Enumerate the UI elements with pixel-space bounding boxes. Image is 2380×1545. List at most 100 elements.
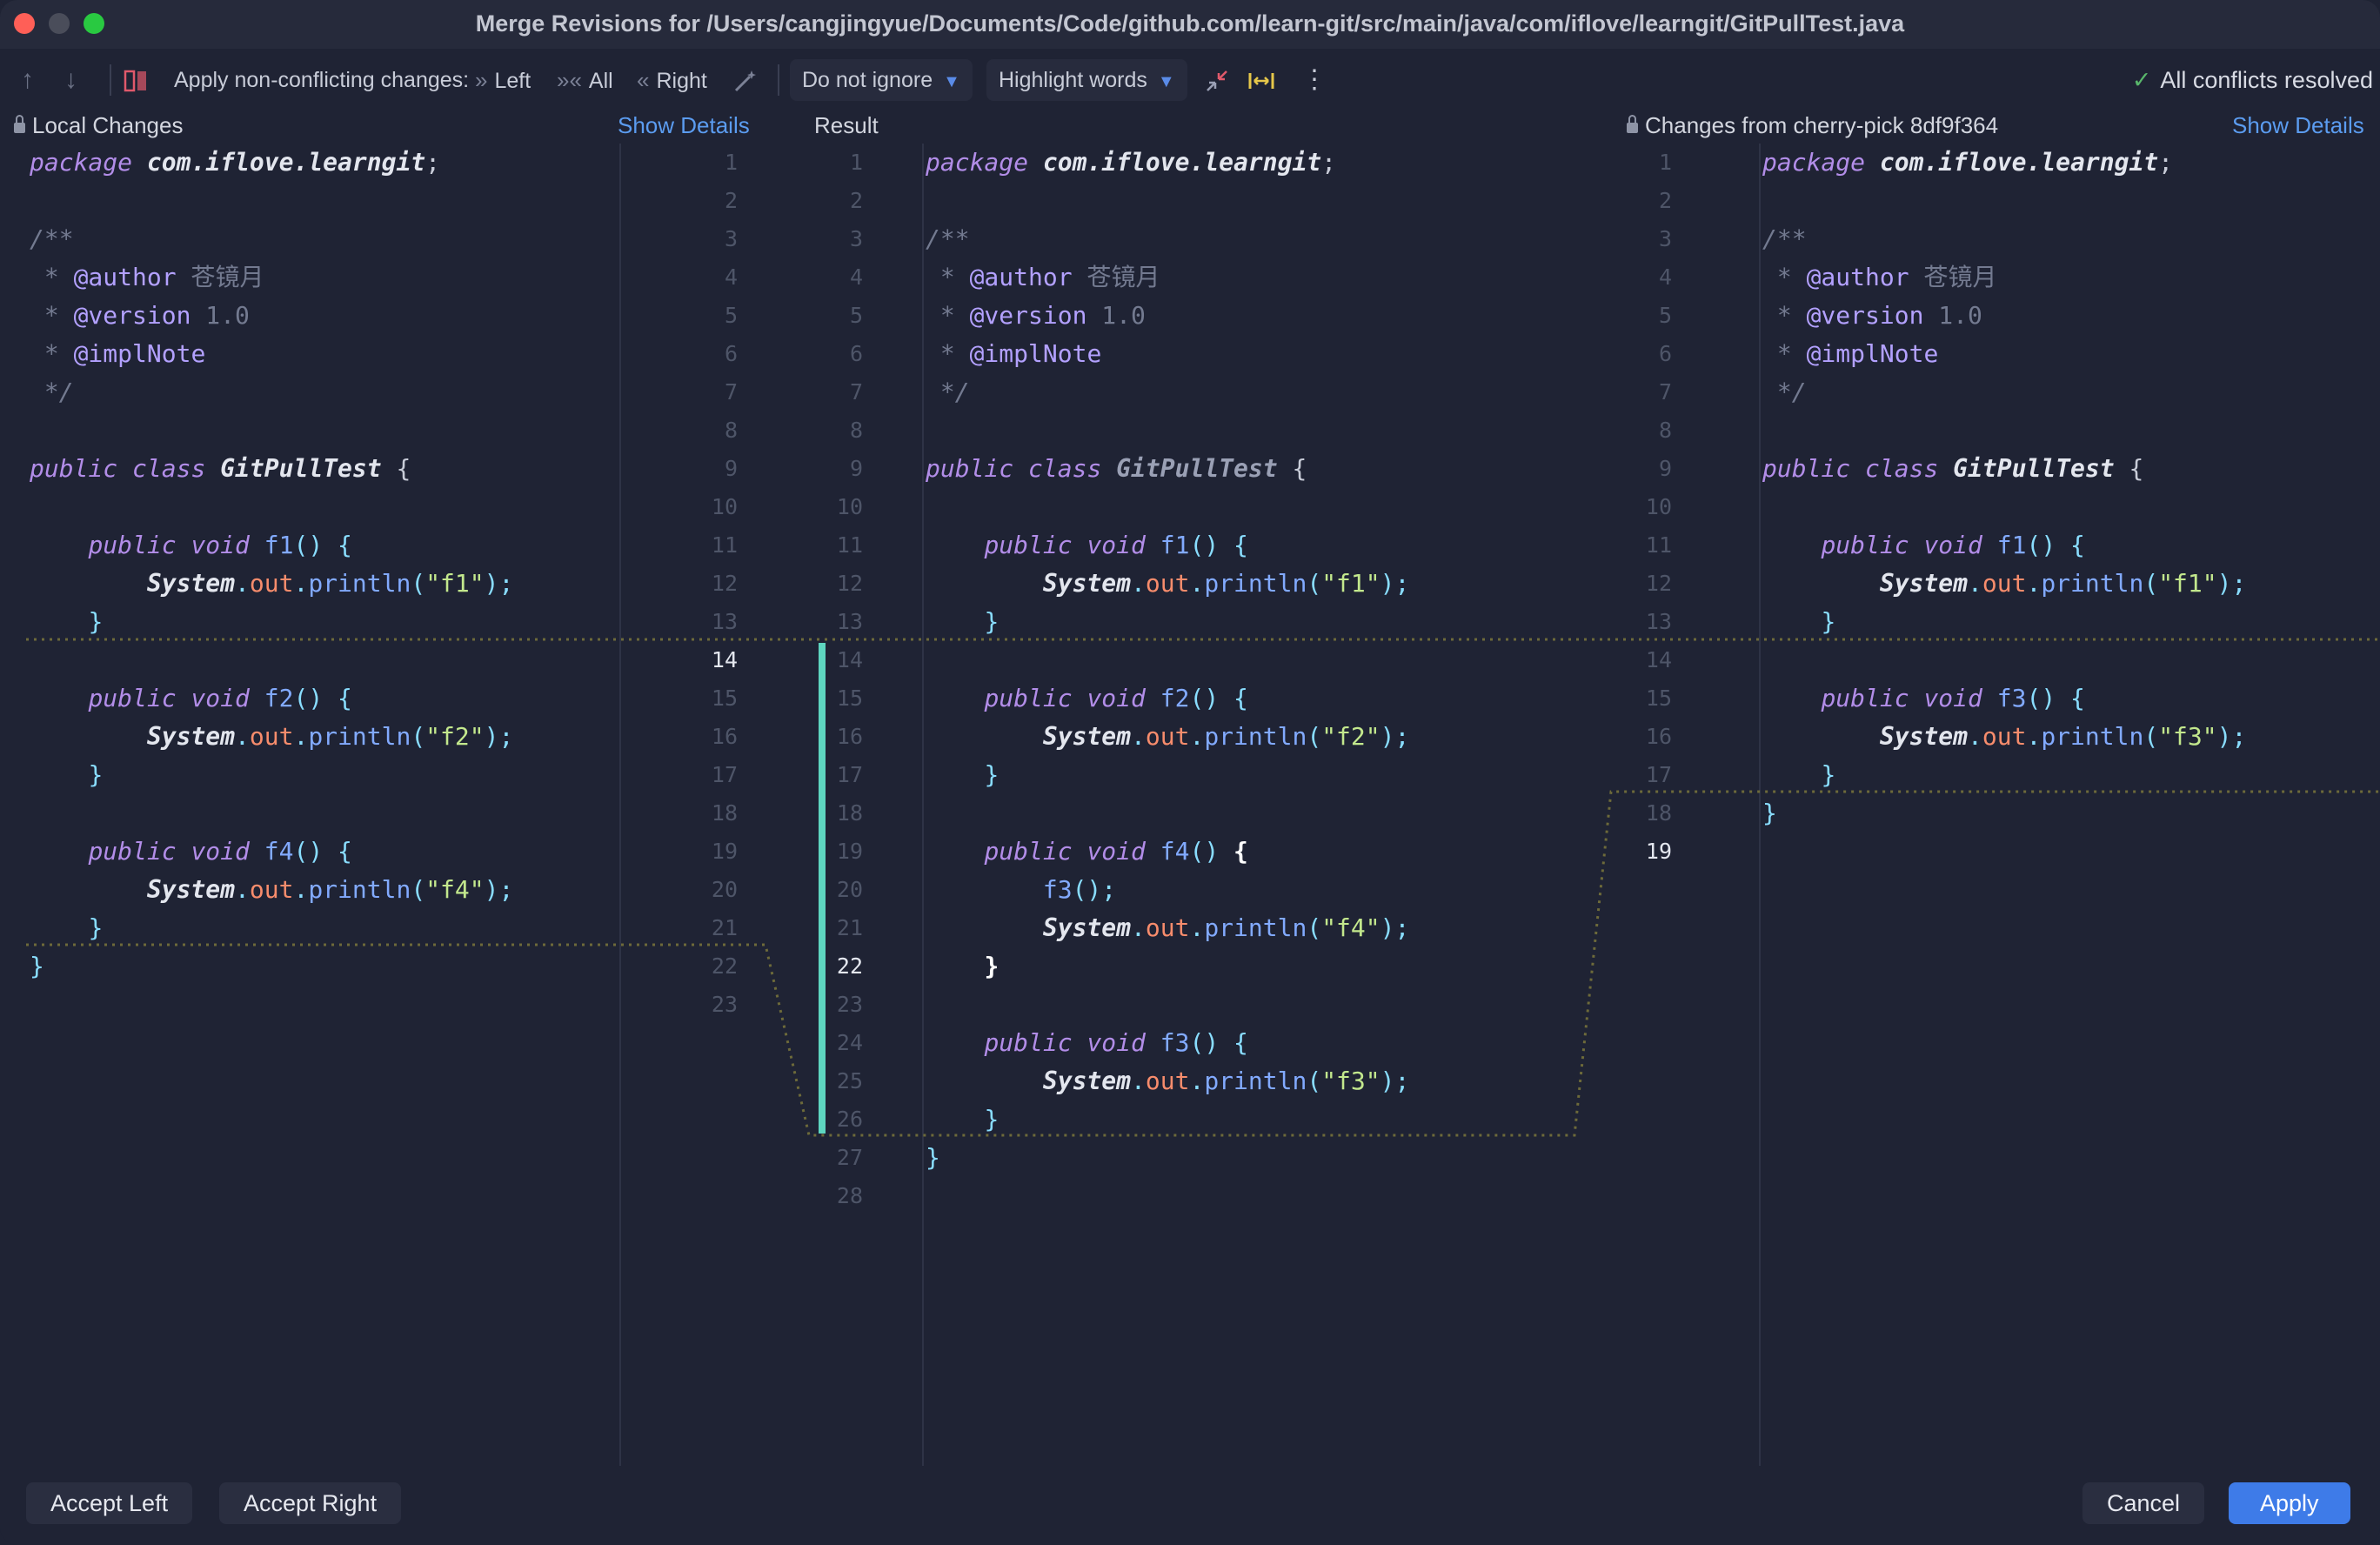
code-line: * @implNote [30,339,206,368]
code-line: public void f4() { [984,837,1248,866]
close-window-button[interactable] [14,13,35,34]
line-number: 7 [1658,379,1672,405]
synchronize-scrolling-button[interactable] [1247,54,1275,106]
magic-resolve-button[interactable] [732,54,759,106]
highlight-mode-select[interactable]: Highlight words▼ [986,59,1187,101]
line-number: 14 [711,647,738,672]
line-number: 8 [1658,418,1672,443]
code-line: */ [30,378,74,406]
code-line: * @author 苍镜月 [30,263,264,291]
next-difference-button[interactable]: ↓ [64,54,77,106]
line-number: 9 [849,456,863,481]
line-number: 20 [711,877,738,902]
line-number: 16 [711,724,738,749]
line-number: 3 [1658,226,1672,251]
code-line: System.out.println("f1"); [1879,569,2247,598]
line-number: 2 [849,188,863,213]
toolbar-separator [778,64,779,96]
apply-right-button[interactable]: «Right [637,67,707,93]
toolbar-separator [110,64,111,96]
code-line: public void f2() { [984,684,1248,712]
arrow-down-icon: ↓ [64,65,77,94]
apply-all-button[interactable]: »«All [557,67,613,93]
accept-left-button[interactable]: Accept Left [26,1482,193,1524]
left-pane-header: Local Changes [14,108,183,143]
line-number: 4 [1658,264,1672,290]
code-line: } [88,913,104,942]
line-number: 5 [724,303,738,328]
code-line: * @version 1.0 [926,301,1146,330]
line-number: 23 [836,992,863,1017]
code-line: public class GitPullTest { [1762,454,2144,483]
minimize-window-button[interactable] [49,13,70,34]
code-line: } [984,952,999,980]
ignore-whitespace-select[interactable]: Do not ignore▼ [790,59,973,101]
accept-right-button[interactable]: Accept Right [219,1482,402,1524]
right-pane-header: Changes from cherry-pick 8df9f364 [1627,108,1998,143]
line-number: 26 [836,1107,863,1132]
line-number: 4 [849,264,863,290]
left-code-editor[interactable]: package com.iflove.learngit; /** * @auth… [30,144,612,1466]
right-show-details-link[interactable]: Show Details [2232,112,2364,138]
line-number: 15 [836,686,863,711]
line-number: 19 [711,839,738,864]
previous-difference-button[interactable]: ↑ [21,54,34,106]
code-line: public void f1() { [1821,531,2085,559]
line-number: 12 [836,571,863,596]
double-chevron-left-icon: « [637,67,650,93]
code-line: public void f3() { [1821,684,2085,712]
code-line: System.out.println("f4"); [146,875,514,904]
line-number: 16 [836,724,863,749]
code-line: } [984,1105,999,1134]
line-number: 17 [836,762,863,787]
code-line: */ [1762,378,1807,406]
left-show-details-link[interactable]: Show Details [618,112,750,138]
line-number: 19 [1645,839,1672,864]
dropdown-caret-icon: ▼ [1157,72,1175,91]
line-number: 10 [711,494,738,519]
code-line: } [1821,760,1836,789]
code-line: * @implNote [1762,339,1939,368]
lock-scrolling-button[interactable] [124,54,148,106]
line-number: 28 [836,1183,863,1208]
apply-button[interactable]: Apply [2229,1482,2350,1524]
line-number: 8 [849,418,863,443]
result-code-editor[interactable]: package com.iflove.learngit; /** * @auth… [926,144,1752,1466]
line-number: 5 [849,303,863,328]
code-line: * @version 1.0 [30,301,250,330]
cancel-button[interactable]: Cancel [2082,1482,2205,1524]
line-number: 27 [836,1145,863,1170]
lock-icon [1627,115,1638,133]
line-number: 16 [1645,724,1672,749]
line-number: 3 [724,226,738,251]
apply-non-conflicting-label: Apply non-conflicting changes: [174,68,470,92]
line-number: 6 [724,341,738,366]
code-line: System.out.println("f1"); [1042,569,1410,598]
line-number: 18 [711,800,738,826]
right-code-editor[interactable]: package com.iflove.learngit; /** * @auth… [1762,144,2371,1466]
code-line: public void f1() { [88,531,352,559]
code-line: /** [1762,224,1807,253]
lock-icon [14,115,25,133]
code-line: package com.iflove.learngit; [30,148,441,177]
line-number: 18 [836,800,863,826]
line-number: 23 [711,992,738,1017]
code-line: } [88,760,104,789]
more-options-button[interactable]: ⋮ [1301,54,1327,106]
zoom-window-button[interactable] [84,13,104,34]
line-number: 11 [836,532,863,558]
code-line: public void f1() { [984,531,1248,559]
code-line: /** [926,224,970,253]
line-number: 7 [849,379,863,405]
apply-left-button[interactable]: »Left [475,67,531,93]
sync-scroll-icon [1248,73,1274,90]
line-number: 17 [711,762,738,787]
line-number: 1 [849,150,863,175]
conflict-status: ✓All conflicts resolved [2131,67,2373,93]
line-number: 7 [724,379,738,405]
line-number: 22 [836,953,863,979]
collapse-unchanged-button[interactable] [1204,54,1230,106]
code-line: public void f3() { [984,1028,1248,1057]
